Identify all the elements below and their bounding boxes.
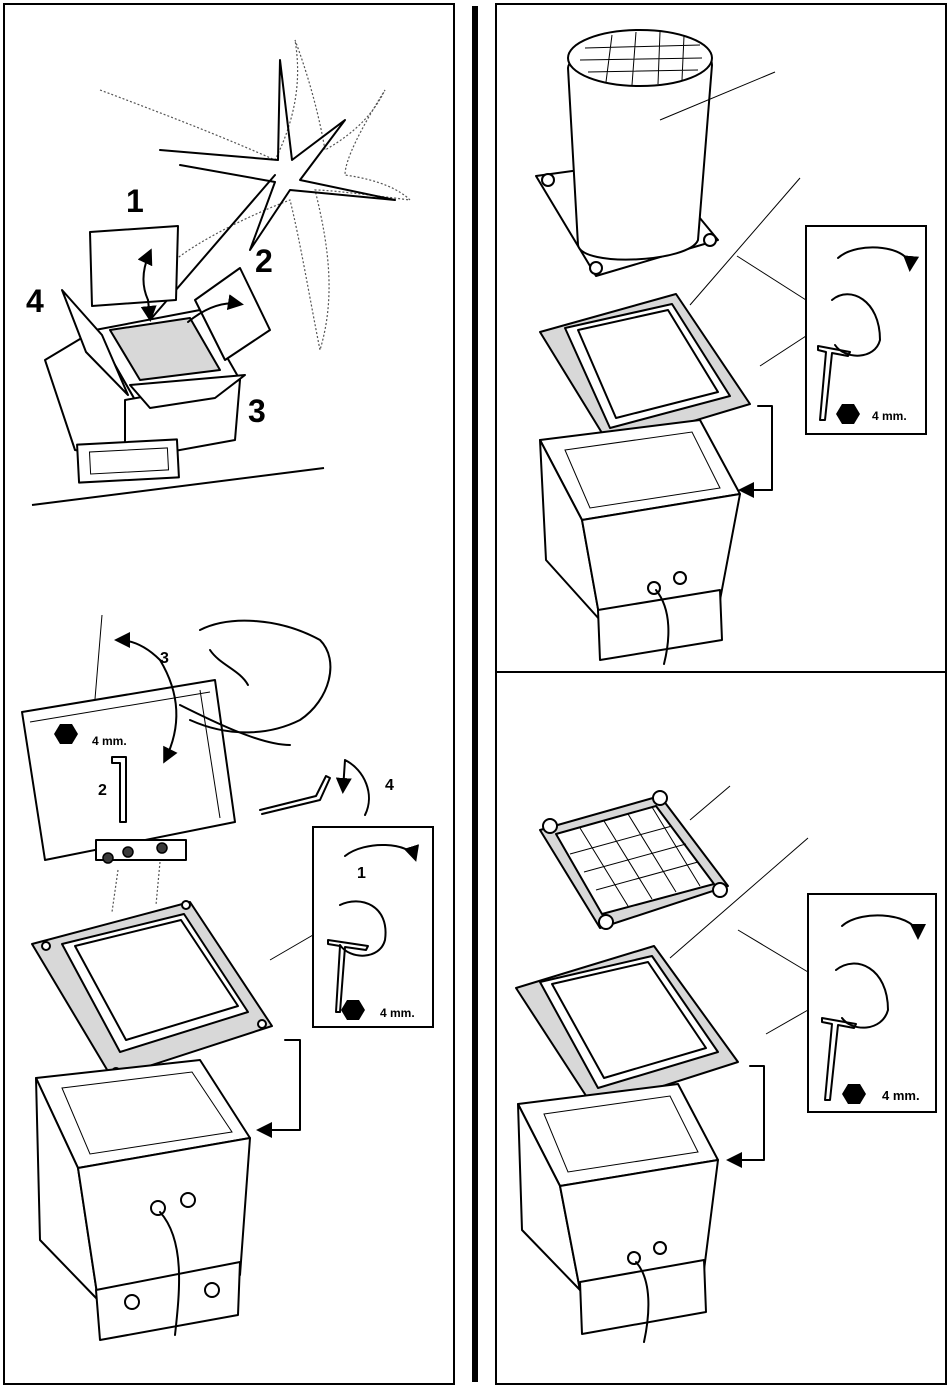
step-label-4: 4 xyxy=(385,777,394,794)
inset-size-label: 4 mm. xyxy=(872,409,907,423)
top-right-panel: 4 mm. xyxy=(536,30,926,664)
front-frame xyxy=(32,901,272,1078)
step-label-3: 3 xyxy=(160,650,169,667)
hinged-cover xyxy=(22,680,235,860)
rotation-arrow-icon xyxy=(343,760,369,815)
assembly-arrow xyxy=(730,1066,764,1160)
bottom-right-panel: 4 mm. xyxy=(516,786,936,1342)
inset-box: 1 4 mm. xyxy=(270,827,433,1027)
top-left-panel: 1 2 3 4 xyxy=(26,40,410,505)
grid-lens-attachment xyxy=(540,786,730,929)
base-housing xyxy=(36,1060,250,1340)
base-housing xyxy=(518,1084,718,1342)
inset-box: 4 mm. xyxy=(808,894,936,1112)
hex-key-size-label: 4 mm. xyxy=(92,734,127,748)
label-3: 3 xyxy=(248,393,266,429)
allen-key-4 xyxy=(260,776,330,814)
inset-size-label: 4 mm. xyxy=(380,1006,415,1020)
label-4: 4 xyxy=(26,283,44,319)
inset-box: 4 mm. xyxy=(806,226,926,434)
label-2: 2 xyxy=(255,243,273,279)
bottom-left-panel: 4 mm. 3 2 4 xyxy=(22,615,433,1340)
label-1: 1 xyxy=(126,183,144,219)
step-label-2: 2 xyxy=(98,782,107,799)
cylinder-attachment xyxy=(536,30,775,276)
arrow-step-3-up xyxy=(118,640,160,660)
inset-step-label-1: 1 xyxy=(357,865,366,882)
barn-door-1 xyxy=(90,226,178,306)
assembly-arrow xyxy=(742,406,772,490)
assembly-arrow xyxy=(260,1040,300,1130)
inset-size-label: 4 mm. xyxy=(882,1088,920,1103)
hinge-bracket xyxy=(96,840,186,863)
base-housing xyxy=(540,420,740,664)
